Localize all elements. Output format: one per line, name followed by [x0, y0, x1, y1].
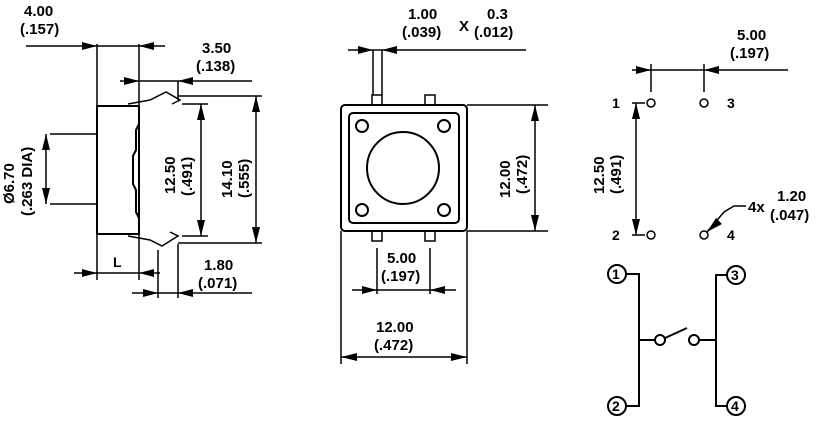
dim-width-top-mm: 4.00: [24, 3, 53, 20]
dim-actuator-dia-mm: Ø6.70: [1, 163, 18, 204]
schematic-terminal-2: 2: [612, 398, 620, 414]
dim-actuator-dia-in: (.263 DIA): [19, 147, 36, 216]
schematic-terminal-1: 1: [612, 266, 620, 282]
dim-pin-thickness-in: (.012): [474, 24, 513, 41]
dim-overall-span-in: (.555): [236, 159, 253, 198]
fp-hole-mm: 1.20: [777, 188, 806, 205]
fp-row-span-mm: 12.50: [591, 156, 608, 194]
fp-hole-count: 4x: [748, 199, 765, 216]
dim-overall-span-mm: 14.10: [219, 160, 236, 198]
dim-width-in: (.472): [374, 337, 413, 354]
schematic: [607, 264, 746, 416]
top-view: [340, 46, 548, 364]
dim-pin-width-in: (.039): [402, 24, 441, 41]
dim-height-in: (.472): [514, 155, 531, 194]
schematic-terminal-4: 4: [731, 398, 739, 414]
dim-height-mm: 12.00: [497, 160, 514, 198]
dim-pin-span-in: (.491): [179, 157, 196, 196]
dim-pin-offset-in: (.138): [196, 58, 235, 75]
dim-pin-foot-mm: 1.80: [204, 257, 233, 274]
dim-pin-offset-mm: 3.50: [202, 40, 231, 57]
dim-width-mm: 12.00: [376, 319, 414, 336]
footprint-pin-2: 2: [612, 227, 620, 243]
dim-pin-foot-in: (.071): [198, 275, 237, 292]
dim-times: X: [459, 18, 469, 35]
fp-pitch-mm: 5.00: [737, 27, 766, 44]
dim-pin-pitch-mm: 5.00: [387, 250, 416, 267]
dim-width-top-in: (.157): [20, 21, 59, 38]
footprint: [632, 64, 788, 240]
dim-pin-thickness-mm: 0.3: [487, 6, 508, 23]
fp-pitch-in: (.197): [730, 45, 769, 62]
footprint-pin-1: 1: [612, 95, 620, 111]
side-view: [26, 42, 262, 298]
dim-pin-pitch-in: (.197): [381, 268, 420, 285]
dim-pin-width-mm: 1.00: [408, 6, 437, 23]
schematic-terminal-3: 3: [731, 267, 739, 283]
fp-hole-in: (.047): [770, 207, 809, 224]
fp-row-span-in: (.491): [608, 155, 625, 194]
dim-length-label: L: [113, 254, 122, 270]
dim-pin-span-mm: 12.50: [162, 156, 179, 194]
footprint-pin-4: 4: [727, 227, 735, 243]
footprint-pin-3: 3: [727, 95, 735, 111]
